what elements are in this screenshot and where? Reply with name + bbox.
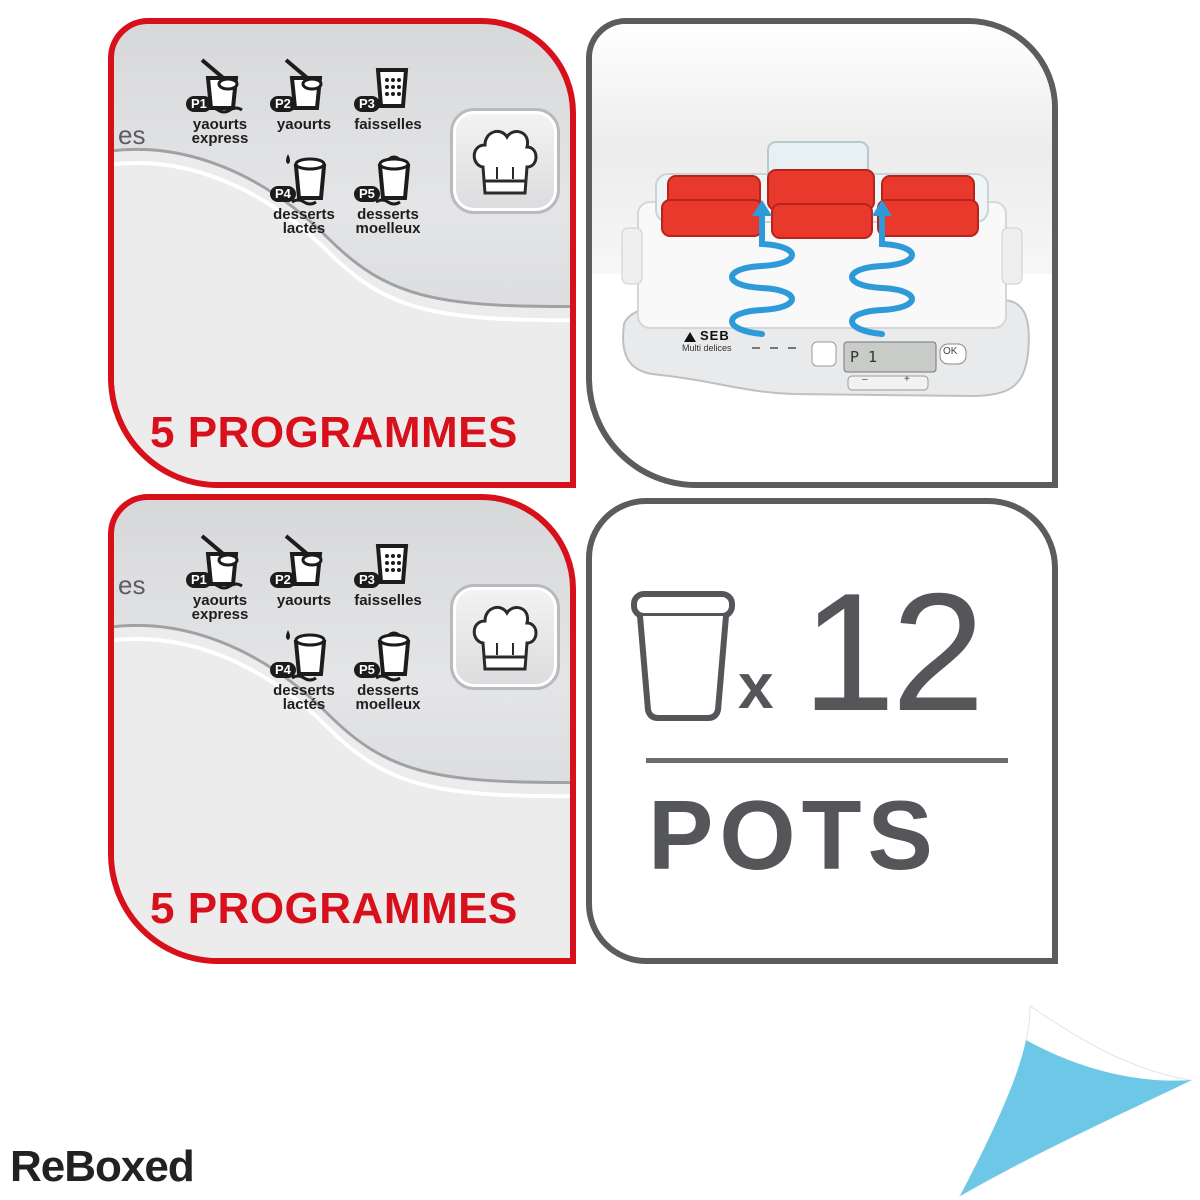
program-code-badge: P4 [270, 186, 296, 202]
model-label: Multi delices [682, 343, 732, 353]
programs-panel-top: es P1 yaourts express P2 yaourts P3 fais… [108, 18, 576, 488]
program-label: faisselles [354, 116, 422, 133]
programs-panel-bottom: es P1 yaourts express P2 yaourts P3 fais… [108, 494, 576, 964]
pots-count-panel: x 12 POTS [586, 498, 1058, 964]
program-p5: P5 desserts moelleux [338, 142, 438, 236]
chef-hat-icon [472, 605, 538, 671]
program-label: desserts lactés [273, 682, 335, 713]
lcd-display: P 1 [850, 348, 878, 366]
pot-icon [631, 591, 735, 721]
brand-fragment: es [118, 570, 146, 600]
pots-count: 12 [802, 558, 985, 746]
program-p4: P4 desserts lactés [254, 618, 354, 712]
program-code-badge: P2 [270, 572, 296, 588]
program-code-badge: P1 [186, 572, 212, 588]
program-p3: P3 faisselles [338, 528, 438, 608]
plus-button: + [904, 374, 910, 385]
ok-button: OK [943, 346, 958, 357]
appliance-surface-decoration [114, 623, 570, 958]
appliance-surface-decoration [114, 147, 570, 482]
chef-hat-icon [472, 129, 538, 195]
program-p3: P3 faisselles [338, 52, 438, 132]
brand-label: SEB [700, 328, 730, 343]
programs-title: 5 PROGRAMMES [150, 884, 518, 933]
program-p4: P4 desserts lactés [254, 142, 354, 236]
yogurt-spoon-icon: P1 [186, 528, 252, 592]
program-p2: P2 yaourts [254, 52, 354, 132]
milk-dessert-icon: P4 [270, 618, 336, 682]
times-symbol: x [738, 650, 774, 722]
yogurt-spoon-icon: P2 [270, 52, 336, 116]
chef-program-button [450, 584, 560, 690]
strainer-pot-icon: P3 [354, 528, 420, 592]
program-label: yaourts [276, 592, 332, 609]
minus-button: – [862, 374, 868, 385]
program-code-badge: P3 [354, 572, 380, 588]
chef-program-button [450, 108, 560, 214]
cake-dessert-icon: P5 [354, 142, 420, 206]
program-p2: P2 yaourts [254, 528, 354, 608]
program-label: desserts moelleux [355, 206, 421, 237]
yogurt-spoon-icon: P2 [270, 528, 336, 592]
divider-line [646, 758, 1008, 763]
program-code-badge: P5 [354, 662, 380, 678]
page-curl-icon [958, 1005, 1192, 1198]
brand-fragment: es [118, 120, 146, 150]
program-p5: P5 desserts moelleux [338, 618, 438, 712]
program-code-badge: P2 [270, 96, 296, 112]
program-p1: P1 yaourts express [170, 528, 270, 622]
strainer-pot-icon: P3 [354, 52, 420, 116]
program-code-badge: P5 [354, 186, 380, 202]
program-label: yaourts express [191, 592, 249, 623]
reboxed-logo: ReBoxed [10, 1142, 195, 1191]
program-label: yaourts [276, 116, 332, 133]
program-code-badge: P4 [270, 662, 296, 678]
program-p1: P1 yaourts express [170, 52, 270, 146]
program-code-badge: P1 [186, 96, 212, 112]
program-label: desserts lactés [273, 206, 335, 237]
product-photo-panel: SEB Multi delices P 1 OK – + [586, 18, 1058, 488]
program-label: desserts moelleux [355, 682, 421, 713]
pots-label: POTS [648, 780, 939, 890]
yogurt-spoon-icon: P1 [186, 52, 252, 116]
milk-dessert-icon: P4 [270, 142, 336, 206]
program-label: faisselles [354, 592, 422, 609]
program-label: yaourts express [191, 116, 249, 147]
program-code-badge: P3 [354, 96, 380, 112]
cake-dessert-icon: P5 [354, 618, 420, 682]
yogurt-maker-illustration [592, 24, 1052, 398]
programs-title: 5 PROGRAMMES [150, 408, 518, 457]
